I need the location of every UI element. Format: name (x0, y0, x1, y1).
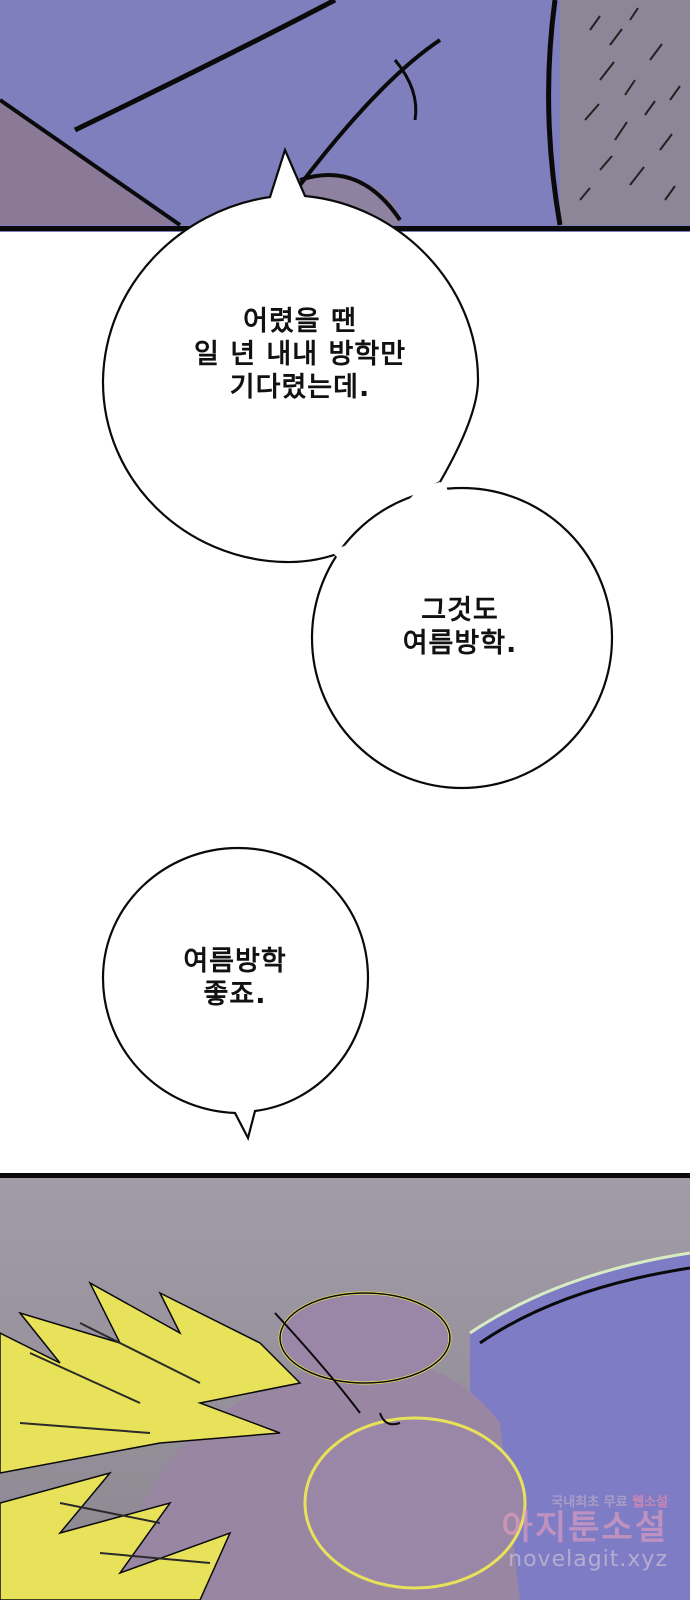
watermark-url: novelagit.xyz (508, 1546, 668, 1572)
panel-top-illustration (0, 0, 690, 232)
comic-panel-bottom: 국내최초 무료 웹소설 아지툰소설 novelagit.xyz (0, 1173, 690, 1600)
bubble-line: 기다렸는데. (229, 372, 371, 404)
bubble-line: 좋죠. (203, 979, 267, 1011)
bubble-line: 어렸을 땐 (243, 306, 357, 337)
speech-bubble-1-text: 어렸을 땐 일 년 내내 방학만 기다렸는데. (150, 305, 450, 405)
watermark-tagline: 국내최초 무료 웹소설 (551, 1495, 668, 1511)
comic-panel-top (0, 0, 690, 232)
watermark: 국내최초 무료 웹소설 아지툰소설 novelagit.xyz (501, 1495, 668, 1572)
bubble-line: 일 년 내내 방학만 (193, 339, 407, 371)
bubble-line: 그것도 (421, 595, 499, 626)
bubble-line: 여름방학. (402, 628, 518, 660)
speech-bubble-2-text: 그것도 여름방학. (350, 594, 570, 660)
speech-bubble-3-text: 여름방학 좋죠. (135, 945, 335, 1011)
panel-bottom-illustration (0, 1173, 690, 1600)
watermark-brand: 아지툰소설 (501, 1508, 668, 1549)
bubble-line: 여름방학 (183, 946, 287, 977)
